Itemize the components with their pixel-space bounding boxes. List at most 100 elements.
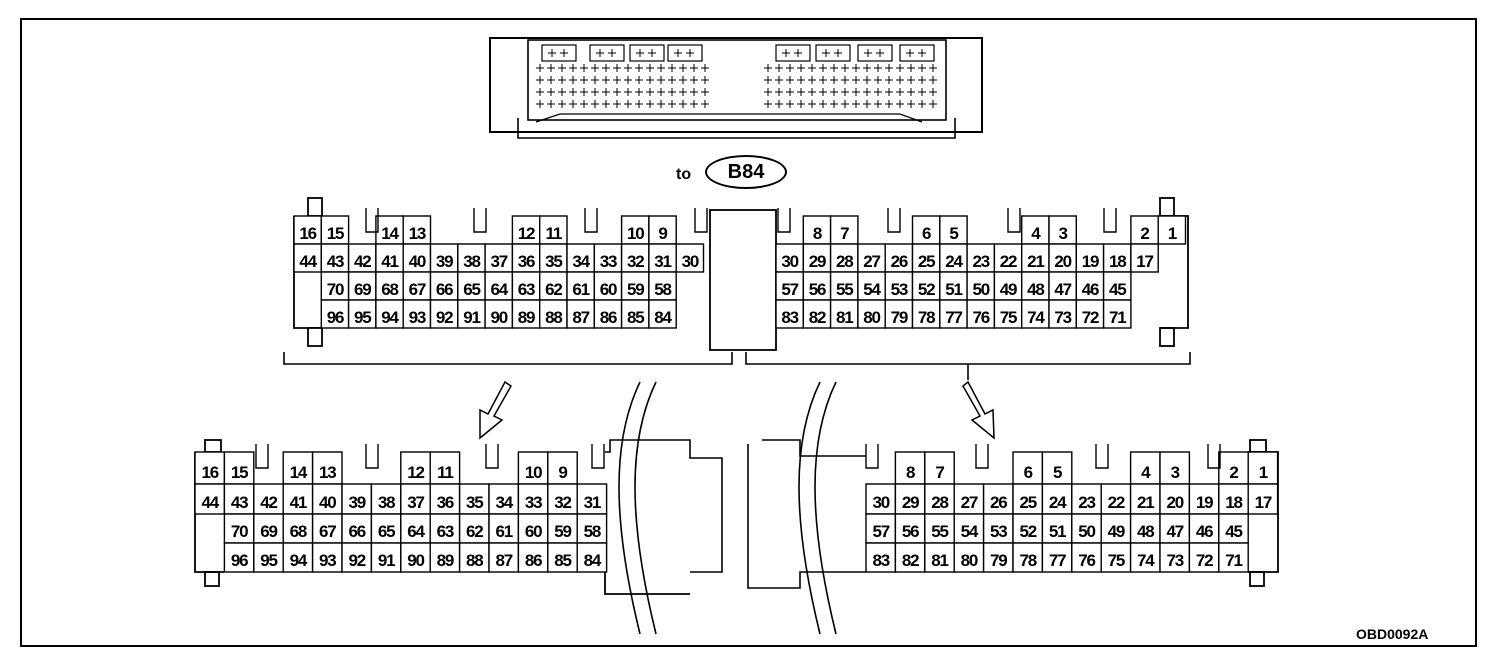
left-pin-label: 38 bbox=[378, 493, 395, 512]
right-notch bbox=[1207, 444, 1221, 469]
right-cell bbox=[1159, 513, 1191, 544]
right-pin-label: 45 bbox=[1225, 522, 1242, 541]
right-lug bbox=[1249, 571, 1265, 587]
mid-right-pin-label: 74 bbox=[1027, 308, 1045, 327]
left-pin-label: 15 bbox=[231, 463, 248, 482]
right-cell bbox=[1071, 483, 1102, 515]
connector-lock-tab bbox=[517, 118, 956, 139]
left-pin-label: 65 bbox=[378, 522, 395, 541]
mid-right-pin-label: 71 bbox=[1109, 308, 1126, 327]
left-pin-label: 69 bbox=[260, 522, 277, 541]
left-cell bbox=[370, 542, 402, 573]
to-label: to bbox=[676, 166, 692, 183]
mid-left-pin-label: 95 bbox=[354, 308, 371, 327]
left-cell bbox=[223, 542, 255, 573]
mid-left-cell bbox=[648, 271, 677, 301]
mid-right-pin-label: 30 bbox=[781, 252, 798, 271]
right-pin-label: 57 bbox=[872, 522, 889, 541]
mid-left-cell bbox=[484, 243, 514, 273]
connector-slot bbox=[775, 44, 811, 62]
mid-right-cell bbox=[1021, 243, 1050, 273]
mid-right-pin-label: 83 bbox=[781, 308, 798, 327]
mid-right-pin-label: 5 bbox=[949, 224, 958, 243]
mid-notch bbox=[1103, 208, 1117, 233]
left-pin-label: 86 bbox=[525, 551, 542, 570]
right-cell bbox=[865, 513, 897, 544]
right-pin-label: 72 bbox=[1196, 551, 1213, 570]
mid-left-cell bbox=[620, 215, 650, 245]
left-pin-label: 33 bbox=[525, 493, 542, 512]
right-latch bbox=[747, 444, 866, 589]
mid-right-pin-label: 3 bbox=[1059, 224, 1068, 243]
mid-right-pin-label: 76 bbox=[972, 308, 989, 327]
mid-notch bbox=[777, 208, 791, 233]
mid-right-pin-label: 80 bbox=[863, 308, 880, 327]
right-cell bbox=[1012, 483, 1044, 515]
left-cell bbox=[282, 513, 314, 544]
mid-right-pin-label: 2 bbox=[1140, 224, 1149, 243]
mid-left-pin-label: 34 bbox=[572, 252, 590, 271]
left-cell bbox=[547, 451, 578, 485]
right-cell bbox=[1159, 542, 1191, 573]
connector-lip bbox=[535, 113, 923, 123]
mid-left-cell bbox=[293, 215, 322, 245]
left-cell bbox=[194, 483, 226, 515]
mid-left-pin-label: 84 bbox=[654, 308, 672, 327]
break-curve bbox=[634, 381, 657, 635]
right-cell bbox=[1129, 542, 1161, 573]
right-pin-label: 73 bbox=[1166, 551, 1183, 570]
mid-left-pin-label: 88 bbox=[545, 308, 562, 327]
right-notch bbox=[1095, 444, 1109, 469]
mid-right-pin-label: 25 bbox=[918, 252, 935, 271]
right-pin-label: 8 bbox=[906, 463, 915, 482]
left-cell bbox=[282, 483, 314, 515]
right-pin-label: 4 bbox=[1141, 463, 1151, 482]
mid-right-pin-label: 28 bbox=[836, 252, 853, 271]
right-cell bbox=[1041, 483, 1073, 515]
mid-right-pin-label: 54 bbox=[863, 280, 881, 299]
left-pin-label: 66 bbox=[348, 522, 365, 541]
mid-right-cell bbox=[857, 299, 886, 329]
mid-right-pin-label: 48 bbox=[1027, 280, 1044, 299]
mid-left-cell bbox=[539, 243, 568, 273]
mid-notch bbox=[887, 208, 901, 233]
left-pin-label: 37 bbox=[407, 493, 424, 512]
left-arrow bbox=[479, 380, 512, 440]
mid-left-pin-label: 35 bbox=[545, 252, 562, 271]
mid-left-pin-label: 33 bbox=[600, 252, 617, 271]
diagram-frame bbox=[20, 18, 1477, 647]
left-pin-label: 42 bbox=[260, 493, 277, 512]
mid-left-cell bbox=[429, 243, 459, 273]
right-pin-label: 52 bbox=[1019, 522, 1036, 541]
left-notch bbox=[255, 444, 269, 469]
mid-left-pin-label: 60 bbox=[600, 280, 617, 299]
left-pin-label: 95 bbox=[260, 551, 277, 570]
mid-notch bbox=[365, 208, 379, 233]
mid-left-pin-label: 94 bbox=[381, 308, 399, 327]
mid-right-pin-label: 21 bbox=[1027, 252, 1044, 271]
right-cell bbox=[1041, 451, 1073, 485]
mid-lug bbox=[1159, 327, 1175, 347]
mid-left-pin-label: 58 bbox=[654, 280, 671, 299]
mid-right-cell bbox=[1075, 299, 1105, 329]
left-notch bbox=[365, 444, 379, 469]
left-pin-label: 60 bbox=[525, 522, 542, 541]
mid-right-pin-label: 1 bbox=[1168, 224, 1177, 243]
right-cell bbox=[924, 451, 955, 485]
mid-right-pin-label: 22 bbox=[1000, 252, 1017, 271]
right-pin-label: 79 bbox=[990, 551, 1007, 570]
left-pin-label: 93 bbox=[319, 551, 336, 570]
mid-left-pin-label: 37 bbox=[490, 252, 507, 271]
mid-right-pin-label: 57 bbox=[781, 280, 798, 299]
mid-left-cell bbox=[511, 215, 541, 245]
mid-left-pin-label: 41 bbox=[381, 252, 398, 271]
mid-left-pin-label: 13 bbox=[409, 224, 426, 243]
left-pin-label: 94 bbox=[290, 551, 308, 570]
mid-left-cell bbox=[484, 271, 514, 301]
right-pin-label: 3 bbox=[1171, 463, 1180, 482]
mid-right-pin-label: 19 bbox=[1082, 252, 1099, 271]
right-pin-label: 24 bbox=[1049, 493, 1067, 512]
mid-right-pin-label: 73 bbox=[1054, 308, 1071, 327]
mid-left-cell bbox=[593, 243, 623, 273]
mid-left-pin-label: 90 bbox=[490, 308, 507, 327]
